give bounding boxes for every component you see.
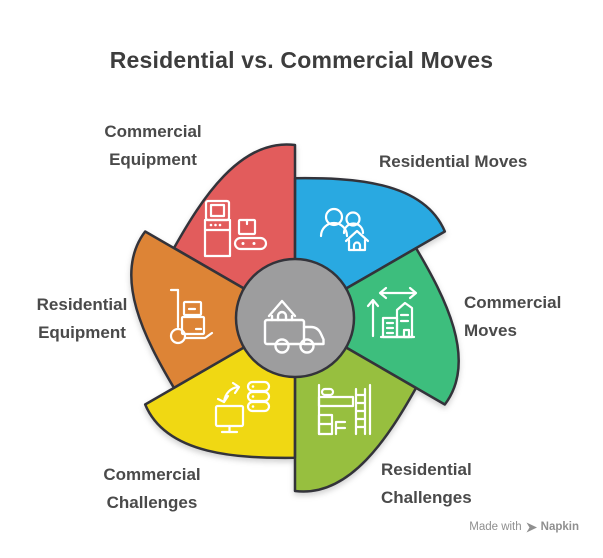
watermark: Made with Napkin — [469, 521, 579, 533]
kiosk-conveyor-icon — [203, 199, 268, 258]
label-residential-challenges: Residential Challenges — [381, 460, 472, 507]
segment-commercial-moves-blade — [293, 246, 460, 406]
label-commercial-challenges: Commercial Challenges — [103, 465, 201, 512]
moving-truck-house-icon — [263, 299, 325, 354]
watermark-prefix: Made with — [469, 521, 522, 533]
napkin-logo-icon — [526, 522, 537, 532]
label-residential-equipment: Residential Equipment — [36, 295, 128, 342]
monitor-sync-server-icon — [214, 380, 271, 434]
diagram-title: Residential vs. Commercial Moves — [109, 47, 494, 73]
label-residential-moves: Residential Moves — [379, 152, 528, 171]
segment-residential-equipment-blade — [130, 230, 297, 390]
center-hub-circle — [234, 257, 356, 379]
label-commercial-equipment: Commercial Equipment — [104, 122, 202, 169]
hand-truck-boxes-icon — [169, 288, 214, 345]
watermark-brand: Napkin — [540, 521, 579, 533]
building-resize-arrows-icon — [366, 286, 418, 339]
bunk-bed-ladder-icon — [317, 383, 372, 436]
label-commercial-moves: Commercial Moves — [464, 293, 562, 340]
people-house-icon — [319, 207, 370, 252]
